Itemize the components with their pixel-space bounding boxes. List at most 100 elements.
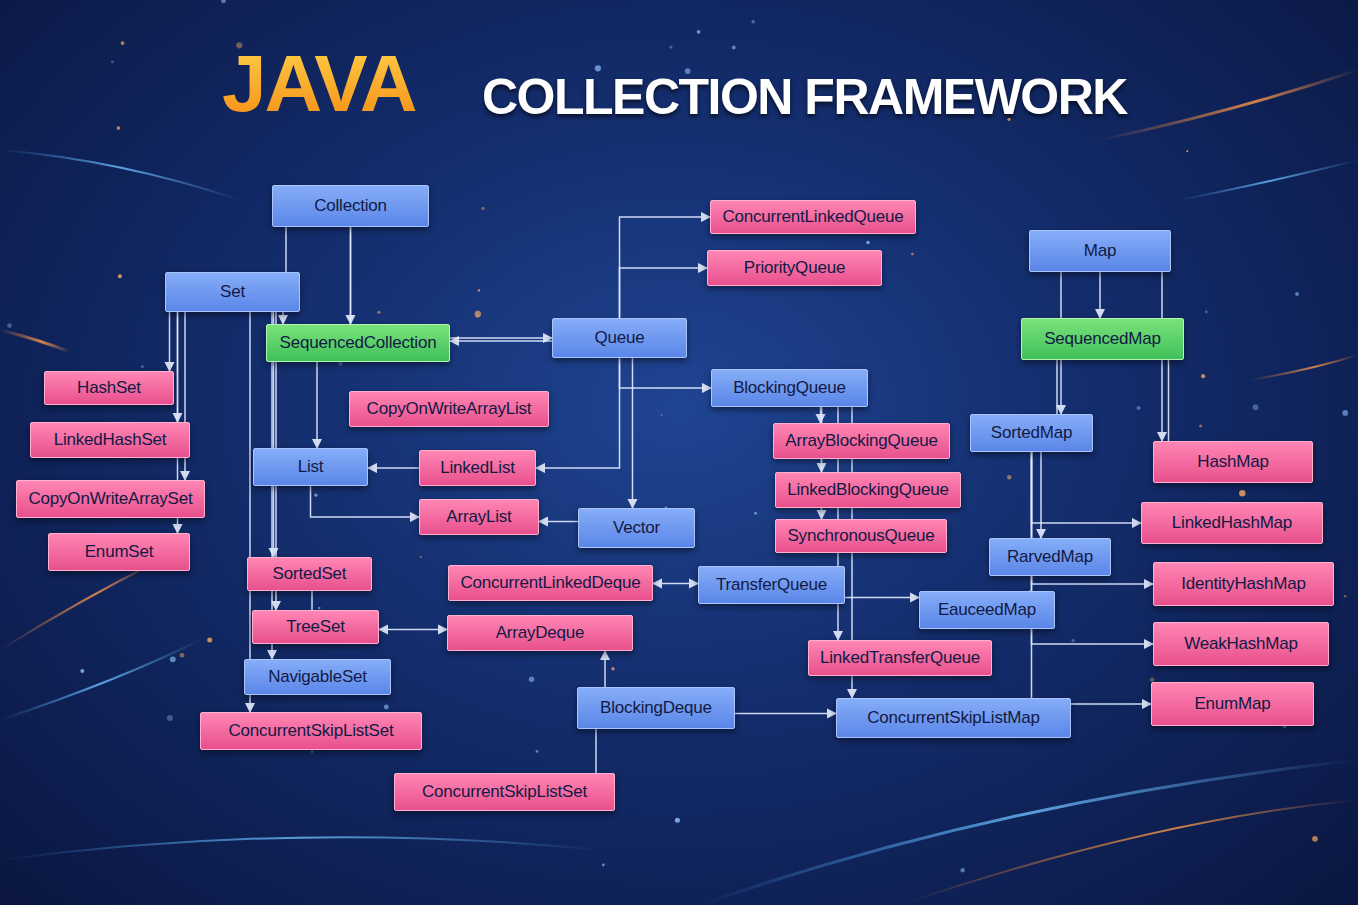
connector bbox=[653, 583, 698, 585]
node-label: SequencedCollection bbox=[280, 333, 437, 353]
class-box: CopyOnWriteArrayList bbox=[349, 391, 549, 427]
connector bbox=[1032, 452, 1152, 704]
connector bbox=[351, 227, 553, 338]
subtitle: COLLECTION FRAMEWORK bbox=[482, 68, 1127, 126]
class-box: LinkedBlockingQueue bbox=[775, 472, 961, 508]
class-box: ConcurrentLinkedQueue bbox=[710, 200, 916, 234]
interface-box: Collection bbox=[272, 185, 429, 227]
node-label: HashSet bbox=[77, 378, 141, 398]
node-label: SequencedMap bbox=[1044, 329, 1161, 349]
class-box: SynchronousQueue bbox=[775, 519, 947, 553]
interface-box: NavigableSet bbox=[244, 659, 391, 695]
class-box: PriorityQueue bbox=[707, 250, 882, 286]
node-label: EnumSet bbox=[85, 542, 154, 562]
sequenced-box: SequencedCollection bbox=[266, 324, 450, 362]
class-box: EnumSet bbox=[48, 533, 190, 571]
node-label: EnumMap bbox=[1194, 694, 1270, 714]
interface-box: RarvedMap bbox=[989, 538, 1111, 576]
node-label: LinkedBlockingQueue bbox=[787, 480, 949, 500]
node-label: SortedMap bbox=[991, 423, 1072, 443]
class-box: LinkedHashMap bbox=[1141, 502, 1323, 544]
node-label: List bbox=[298, 457, 324, 477]
class-box: ArrayDeque bbox=[447, 615, 633, 651]
node-label: PriorityQueue bbox=[744, 258, 845, 278]
title: JAVA bbox=[222, 38, 416, 130]
class-box: SortedSet bbox=[247, 557, 372, 591]
node-label: CopyOnWriteArrayList bbox=[367, 399, 532, 419]
node-label: WeakHashMap bbox=[1184, 634, 1298, 654]
node-label: NavigableSet bbox=[268, 667, 367, 687]
class-box: IdentityHashMap bbox=[1153, 562, 1334, 606]
node-label: RarvedMap bbox=[1007, 547, 1093, 567]
node-label: HashMap bbox=[1197, 452, 1268, 472]
node-label: TransferQueue bbox=[716, 575, 827, 595]
node-label: Queue bbox=[594, 328, 644, 348]
class-box: LinkedTransferQueue bbox=[808, 640, 992, 676]
connector bbox=[379, 629, 447, 631]
class-box: ConcurrentLinkedDeque bbox=[448, 565, 653, 601]
connector bbox=[1040, 452, 1042, 538]
class-box: TreeSet bbox=[252, 610, 379, 644]
connector bbox=[249, 312, 251, 712]
class-box: EnumMap bbox=[1151, 682, 1314, 726]
interface-box: Set bbox=[165, 272, 300, 312]
connector bbox=[311, 591, 313, 610]
connector bbox=[316, 362, 318, 448]
node-label: ConcurrentSkipListSet bbox=[422, 782, 587, 802]
interface-box: SortedMap bbox=[970, 414, 1093, 452]
connector bbox=[620, 358, 712, 388]
interface-box: TransferQueue bbox=[698, 566, 845, 604]
connector bbox=[285, 227, 287, 272]
connector bbox=[604, 651, 606, 687]
node-label: Map bbox=[1084, 241, 1116, 261]
connector bbox=[311, 486, 420, 517]
class-box: HashMap bbox=[1153, 441, 1313, 483]
connector bbox=[450, 340, 552, 342]
connector bbox=[632, 358, 634, 508]
node-label: LinkedHashMap bbox=[1172, 513, 1292, 533]
class-box: LinkedList bbox=[419, 450, 536, 486]
node-label: ArrayDeque bbox=[496, 623, 585, 643]
node-label: ConcurrentLinkedDeque bbox=[460, 573, 640, 593]
connector bbox=[1099, 272, 1101, 318]
interface-box: Vector bbox=[578, 508, 695, 548]
node-label: Collection bbox=[314, 196, 387, 216]
node-label: LinkedHashSet bbox=[54, 430, 167, 450]
node-label: ArrayList bbox=[446, 507, 511, 527]
connector bbox=[620, 217, 711, 318]
node-label: ConcurrentSkipListMap bbox=[867, 708, 1040, 728]
connector bbox=[169, 312, 171, 371]
node-label: CopyOnWriteArraySet bbox=[28, 489, 192, 509]
interface-box: BlockingQueue bbox=[711, 369, 868, 407]
class-box: ConcurrentSkipListSet bbox=[200, 712, 422, 750]
connector bbox=[539, 521, 578, 523]
connector bbox=[595, 729, 597, 773]
node-label: EauceedMap bbox=[938, 600, 1036, 620]
node-label: ConcurrentSkipListSet bbox=[229, 721, 394, 741]
class-box: HashSet bbox=[44, 371, 174, 405]
class-box: ArrayBlockingQueue bbox=[773, 423, 950, 459]
class-box: ConcurrentSkipListSet bbox=[394, 773, 615, 811]
node-label: TreeSet bbox=[286, 617, 344, 637]
node-label: LinkedTransferQueue bbox=[820, 648, 980, 668]
connector bbox=[1056, 360, 1058, 414]
class-box: LinkedHashSet bbox=[30, 422, 190, 458]
connector bbox=[620, 268, 708, 318]
class-box: CopyOnWriteArraySet bbox=[16, 480, 205, 518]
node-label: Vector bbox=[613, 518, 660, 538]
connector bbox=[282, 312, 284, 324]
class-box: WeakHashMap bbox=[1153, 622, 1329, 666]
node-label: Set bbox=[220, 282, 245, 302]
node-label: ArrayBlockingQueue bbox=[785, 431, 937, 451]
connector bbox=[845, 597, 919, 599]
connector bbox=[368, 467, 419, 469]
interface-box: Map bbox=[1029, 230, 1171, 272]
node-label: LinkedList bbox=[440, 458, 515, 478]
interface-box: EauceedMap bbox=[919, 591, 1055, 629]
node-label: SortedSet bbox=[273, 564, 347, 584]
node-label: BlockingQueue bbox=[733, 378, 846, 398]
interface-box: ConcurrentSkipListMap bbox=[836, 698, 1071, 738]
connector bbox=[1032, 452, 1142, 523]
connector bbox=[735, 713, 836, 715]
interface-box: List bbox=[253, 448, 368, 486]
